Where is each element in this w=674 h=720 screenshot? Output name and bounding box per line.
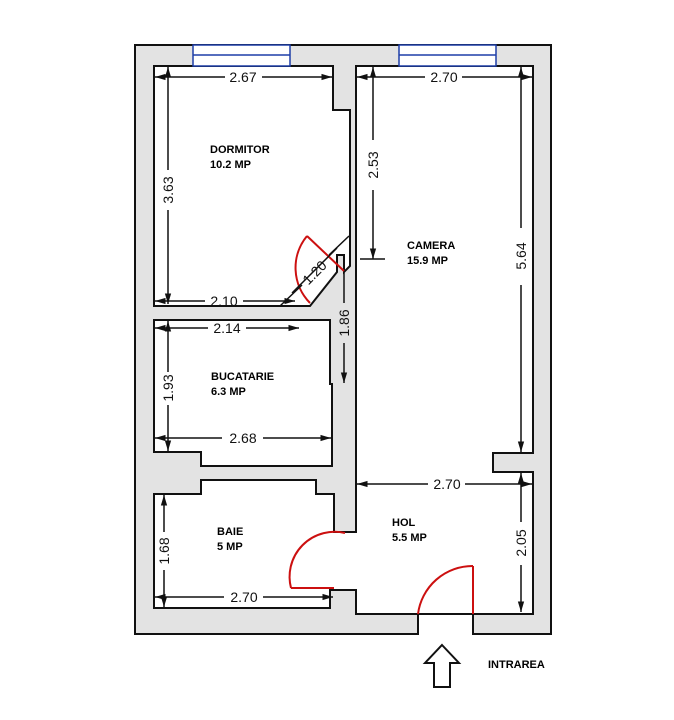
dim-hol-width: 2.70 — [433, 476, 460, 492]
door-baie — [288, 530, 346, 589]
dim-bucatarie-width-top: 2.14 — [213, 320, 240, 336]
walls — [134, 44, 552, 635]
dim-camera-height: 5.64 — [513, 242, 529, 269]
room-dormitor-area: 10.2 MP — [210, 159, 251, 171]
room-hol-name: HOL — [392, 517, 416, 529]
dim-baie-height: 1.68 — [156, 537, 172, 564]
entrance-label: INTRAREA — [488, 659, 545, 671]
dim-bucatarie-width-bottom: 2.68 — [229, 430, 256, 446]
room-hol-area: 5.5 MP — [392, 532, 427, 544]
dim-hol-height: 2.05 — [513, 529, 529, 556]
dim-hall-passage: 1.86 — [336, 309, 352, 336]
door-dormitor — [294, 235, 345, 304]
room-camera-name: CAMERA — [407, 240, 455, 252]
dim-baie-width: 2.70 — [230, 589, 257, 605]
room-baie-name: BAIE — [217, 526, 243, 538]
room-bucatarie-name: BUCATARIE — [211, 371, 274, 383]
dim-dormitor-width-bottom: 2.10 — [210, 293, 237, 309]
door-entrance — [417, 564, 474, 615]
room-baie-area: 5 MP — [217, 541, 243, 553]
room-camera-area: 15.9 MP — [407, 255, 448, 267]
dim-camera-width-top: 2.70 — [430, 69, 457, 85]
dim-bucatarie-height: 1.93 — [160, 374, 176, 401]
dim-dormitor-width-top: 2.67 — [229, 69, 256, 85]
up-arrow-icon — [422, 643, 462, 688]
window-camera — [398, 44, 497, 67]
room-bucatarie-area: 6.3 MP — [211, 386, 246, 398]
dim-bedroom-door: 1.20 — [299, 257, 330, 288]
room-dormitor-name: DORMITOR — [210, 144, 270, 156]
dim-camera-niche: 2.53 — [365, 151, 381, 178]
dim-dormitor-height: 3.63 — [160, 176, 176, 203]
window-dormitor — [192, 44, 291, 67]
